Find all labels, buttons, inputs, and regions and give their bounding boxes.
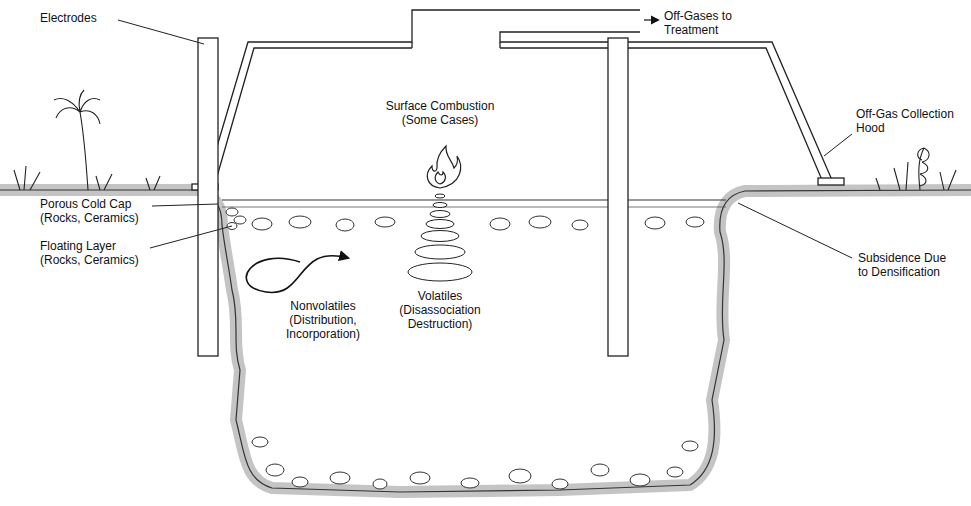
ground-pit (0, 190, 971, 492)
rock (226, 208, 238, 216)
electrode (198, 38, 218, 356)
rock (509, 469, 531, 483)
bubble (415, 245, 465, 259)
rock (572, 220, 588, 230)
bubble (430, 211, 450, 218)
rock (266, 464, 284, 476)
rock (410, 472, 430, 484)
rock (234, 216, 246, 224)
flame (427, 146, 460, 188)
rock (552, 479, 568, 489)
fern (918, 148, 929, 190)
bubble (433, 203, 447, 208)
leader-line (152, 204, 218, 206)
part-label: Porous Cold Cap (Rocks, Ceramics) (40, 198, 152, 226)
hood-inner-right (500, 48, 822, 180)
off-gas-arrow (644, 19, 658, 20)
leader-line (150, 226, 232, 248)
part-label: Floating Layer (Rocks, Ceramics) (40, 240, 152, 268)
collection-hood (192, 10, 844, 190)
rock (630, 474, 650, 486)
leader-line (824, 134, 852, 156)
rock (490, 218, 510, 230)
part-label: Electrodes (40, 12, 130, 26)
rock (226, 208, 704, 489)
circulation-arrow (246, 256, 348, 293)
rock (645, 217, 665, 229)
rock (375, 217, 395, 227)
flame-inner (435, 172, 445, 184)
electrode (608, 38, 628, 356)
rock (252, 218, 272, 230)
hood-foot (818, 178, 844, 185)
rock (336, 219, 354, 231)
flame-outer (427, 146, 460, 188)
volatiles-bubbles (408, 194, 472, 281)
grass (876, 162, 956, 190)
pipe-end (640, 10, 641, 32)
part-label: Volatiles (Disassociation Destruction) (390, 290, 490, 331)
leader-line (118, 20, 204, 44)
bubble (408, 263, 472, 281)
leader-line (118, 20, 852, 258)
electrode (198, 38, 628, 356)
rock (373, 479, 387, 489)
hood-outer-left (205, 10, 640, 187)
hood-outer-right (500, 32, 832, 180)
hood-inner-left (214, 48, 412, 187)
part-label: Off-Gas Collection Hood (856, 108, 966, 136)
cold-cap-line (222, 207, 726, 208)
rock (686, 217, 704, 227)
vegetation (14, 90, 956, 190)
part-label: Nonvolatiles (Distribution, Incorporatio… (268, 300, 378, 341)
palm-trunk (80, 112, 88, 190)
grass (14, 166, 160, 190)
rock (667, 467, 683, 477)
rock (252, 437, 268, 447)
melt-surface (222, 199, 726, 200)
part-label: Subsidence Due to Densification (858, 252, 958, 280)
pipe-joint (411, 42, 412, 48)
rock (461, 478, 479, 488)
rock (292, 477, 308, 487)
bubble (426, 220, 454, 229)
ground-band (0, 190, 971, 492)
part-label: Off-Gases to Treatment (664, 10, 774, 38)
pipe-joint (499, 42, 500, 48)
bubble (421, 231, 459, 242)
rock (330, 472, 350, 484)
leader-line (738, 203, 852, 258)
rock (682, 441, 698, 451)
rock (529, 216, 551, 228)
bubble (435, 194, 445, 198)
ground-line (0, 190, 971, 492)
rock (289, 216, 311, 228)
rock (591, 464, 609, 476)
part-label: Surface Combustion (Some Cases) (380, 100, 500, 128)
melt-body (222, 200, 726, 492)
palm-fronds (54, 90, 100, 124)
